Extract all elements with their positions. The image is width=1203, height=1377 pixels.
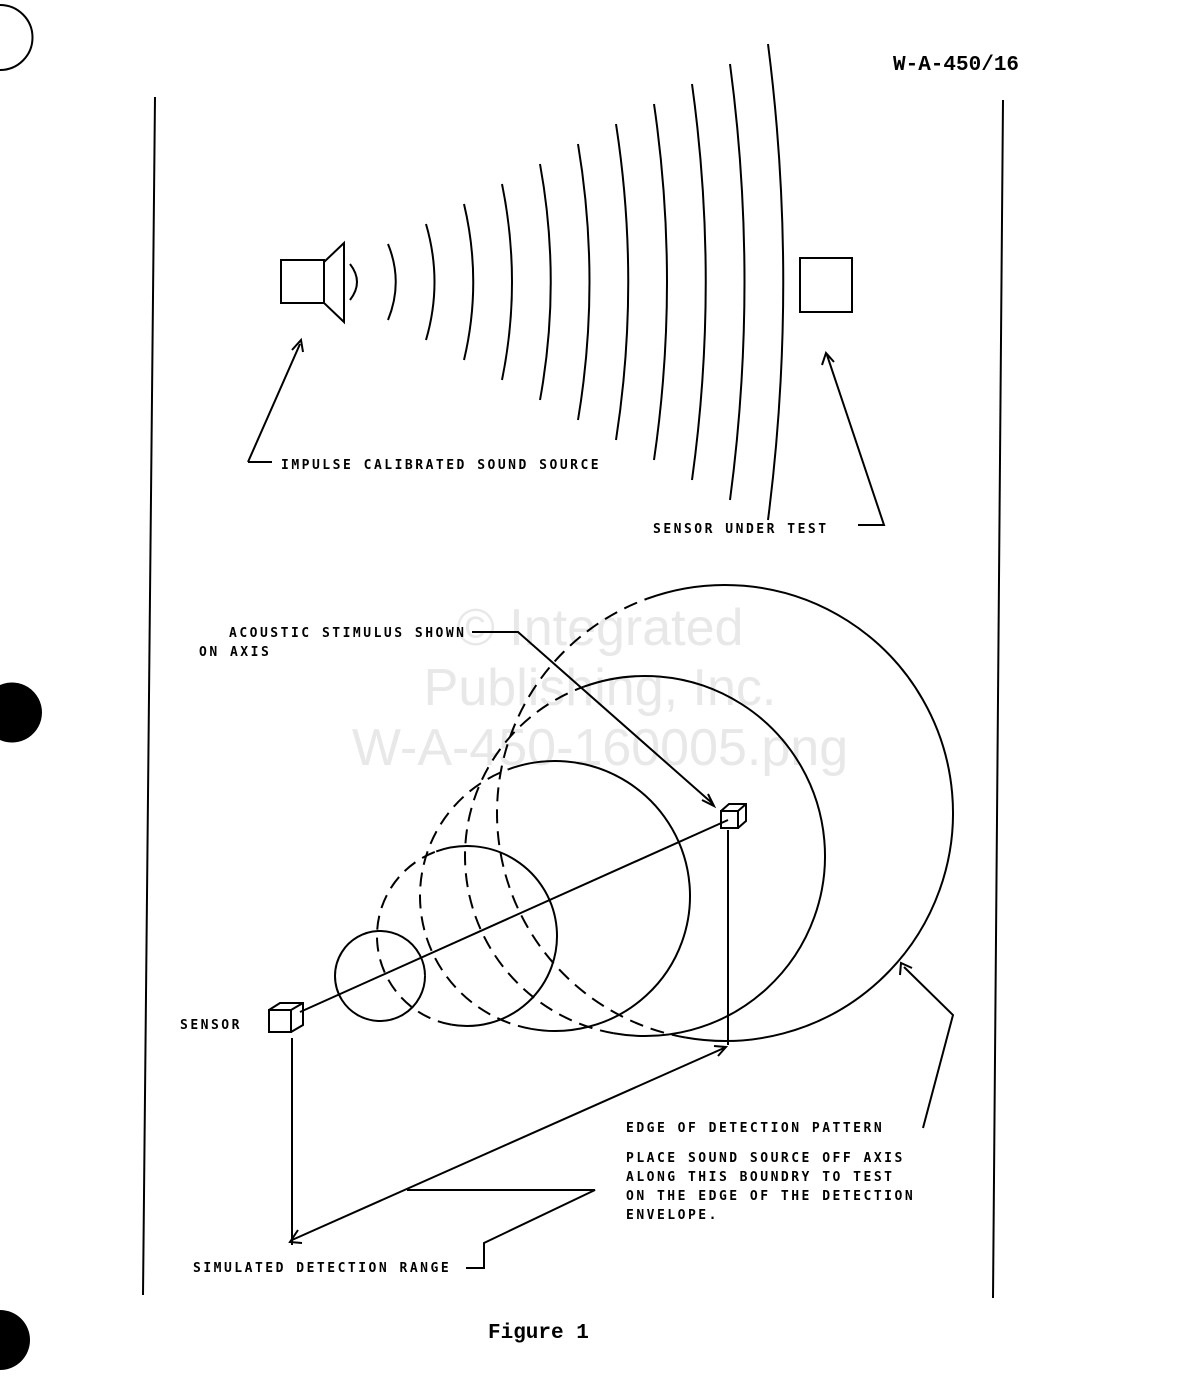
sound-waves	[349, 43, 785, 521]
detection-circle-hidden-edge	[496, 597, 686, 1039]
sensor-cube-icon	[268, 1002, 304, 1033]
svg-text:SIMULATED DETECTION RANGE: SIMULATED DETECTION RANGE	[193, 1261, 451, 1276]
binder-hole-icon	[0, 1310, 30, 1370]
detection-circle-hidden-edge	[419, 768, 532, 1030]
arrow-stimulus	[472, 631, 717, 809]
svg-text:Publishing, Inc.: Publishing, Inc.	[424, 659, 777, 717]
svg-text:© Integrated: © Integrated	[457, 599, 744, 657]
svg-text:ALONG THIS BOUNDRY TO TEST: ALONG THIS BOUNDRY TO TEST	[626, 1170, 895, 1185]
svg-text:EDGE OF DETECTION PATTERN: EDGE OF DETECTION PATTERN	[626, 1121, 884, 1136]
right-border	[992, 99, 1004, 1299]
sound-wave-arc	[615, 123, 630, 441]
svg-text:SENSOR: SENSOR	[180, 1018, 242, 1033]
svg-text:ON AXIS: ON AXIS	[199, 645, 271, 660]
sound-wave-arc	[501, 183, 513, 381]
speaker-icon	[280, 240, 345, 325]
sound-wave-arc	[425, 223, 436, 341]
svg-text:IMPULSE CALIBRATED SOUND SOURC: IMPULSE CALIBRATED SOUND SOURCE	[281, 458, 601, 473]
svg-text:PLACE SOUND SOURCE OFF AXIS: PLACE SOUND SOURCE OFF AXIS	[626, 1151, 905, 1166]
sound-wave-arc	[729, 63, 746, 501]
sound-wave-arc	[653, 103, 668, 461]
detection-circle	[334, 929, 426, 1022]
sound-wave-arc	[349, 263, 358, 301]
sensor-box-icon	[799, 257, 853, 313]
binder-hole-icon	[0, 4, 34, 71]
left-border	[142, 96, 156, 1296]
sound-wave-arc	[387, 243, 397, 321]
range-leader	[407, 1189, 596, 1269]
watermark: © Integrated Publishing, Inc. W-A-450-16…	[352, 599, 848, 777]
svg-text:ENVELOPE.: ENVELOPE.	[626, 1208, 719, 1223]
figure-caption: Figure 1	[488, 1322, 589, 1345]
arrow-edge	[899, 961, 955, 1129]
detection-circle	[583, 675, 826, 1037]
sound-wave-arc	[577, 143, 591, 421]
sound-wave-arc	[767, 43, 785, 521]
arrow-sound-source	[247, 337, 304, 463]
arrow-sensor-under-test	[821, 351, 886, 526]
range-arrow	[288, 1045, 729, 1244]
svg-text:SENSOR UNDER TEST: SENSOR UNDER TEST	[653, 522, 829, 537]
svg-text:ACOUSTIC STIMULUS SHOWN: ACOUSTIC STIMULUS SHOWN	[229, 626, 467, 641]
stimulus-cube-icon	[720, 803, 747, 829]
detection-circles	[334, 584, 954, 1042]
sound-wave-arc	[539, 163, 552, 401]
detection-circle	[508, 760, 691, 1032]
svg-text:W-A-450-160005.png: W-A-450-160005.png	[352, 719, 848, 777]
document-id: W-A-450/16	[893, 54, 1019, 77]
detection-circle-hidden-edge	[376, 850, 452, 1026]
detection-circle-hidden-edge	[463, 685, 614, 1035]
detection-circle	[646, 584, 954, 1042]
sound-wave-arc	[463, 203, 475, 361]
binder-hole-icon	[0, 682, 42, 743]
axis-line	[299, 819, 729, 1013]
range-verticals	[291, 830, 729, 1245]
svg-text:ON THE EDGE OF THE DETECTION: ON THE EDGE OF THE DETECTION	[626, 1189, 915, 1204]
detection-circle	[435, 844, 559, 1027]
sound-wave-arc	[691, 83, 707, 481]
